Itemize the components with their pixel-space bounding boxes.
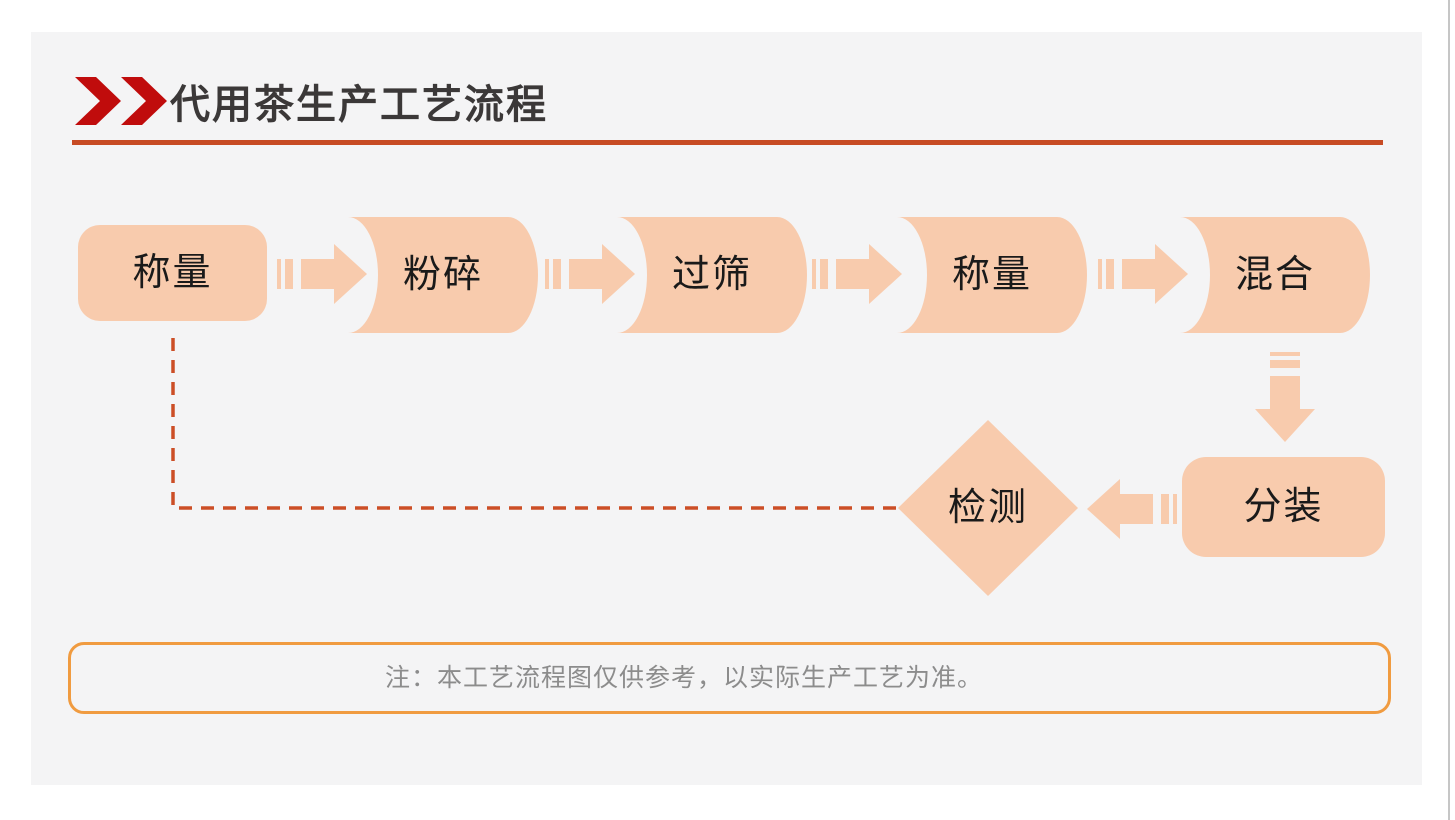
- flow-arrow-4-icon: [1098, 244, 1188, 304]
- double-chevron-right-icon: [75, 77, 167, 125]
- flow-node-weigh-2-label: 称量: [951, 254, 1032, 296]
- flow-node-inspect-label: 检测: [947, 487, 1028, 529]
- window-edge-line: [1448, 0, 1450, 820]
- page-title: 代用茶生产工艺流程: [170, 83, 548, 127]
- flow-node-inspect: [898, 420, 1078, 596]
- flow-arrow-3-icon: [812, 244, 902, 304]
- flow-node-pack: [1182, 457, 1385, 557]
- flow-node-mix-label: 混合: [1234, 254, 1315, 296]
- title-underline: [72, 140, 1383, 145]
- flow-dashed-feedback-line: [171, 338, 898, 510]
- flow-arrow-left-icon: [1087, 479, 1177, 539]
- note-text: 注：本工艺流程图仅供参考，以实际生产工艺为准。: [385, 664, 984, 692]
- flow-node-pack-label: 分装: [1243, 486, 1324, 528]
- flow-node-sieve-label: 过筛: [671, 254, 752, 296]
- slide: 代用茶生产工艺流程: [31, 32, 1422, 785]
- flow-arrow-down-icon: [1255, 352, 1315, 442]
- flow-node-crush-label: 粉碎: [402, 254, 483, 296]
- flow-node-weigh-1: [78, 225, 267, 321]
- flowchart: [78, 217, 1385, 596]
- flow-node-weigh-1-label: 称量: [132, 252, 213, 294]
- note-box: [68, 642, 1391, 714]
